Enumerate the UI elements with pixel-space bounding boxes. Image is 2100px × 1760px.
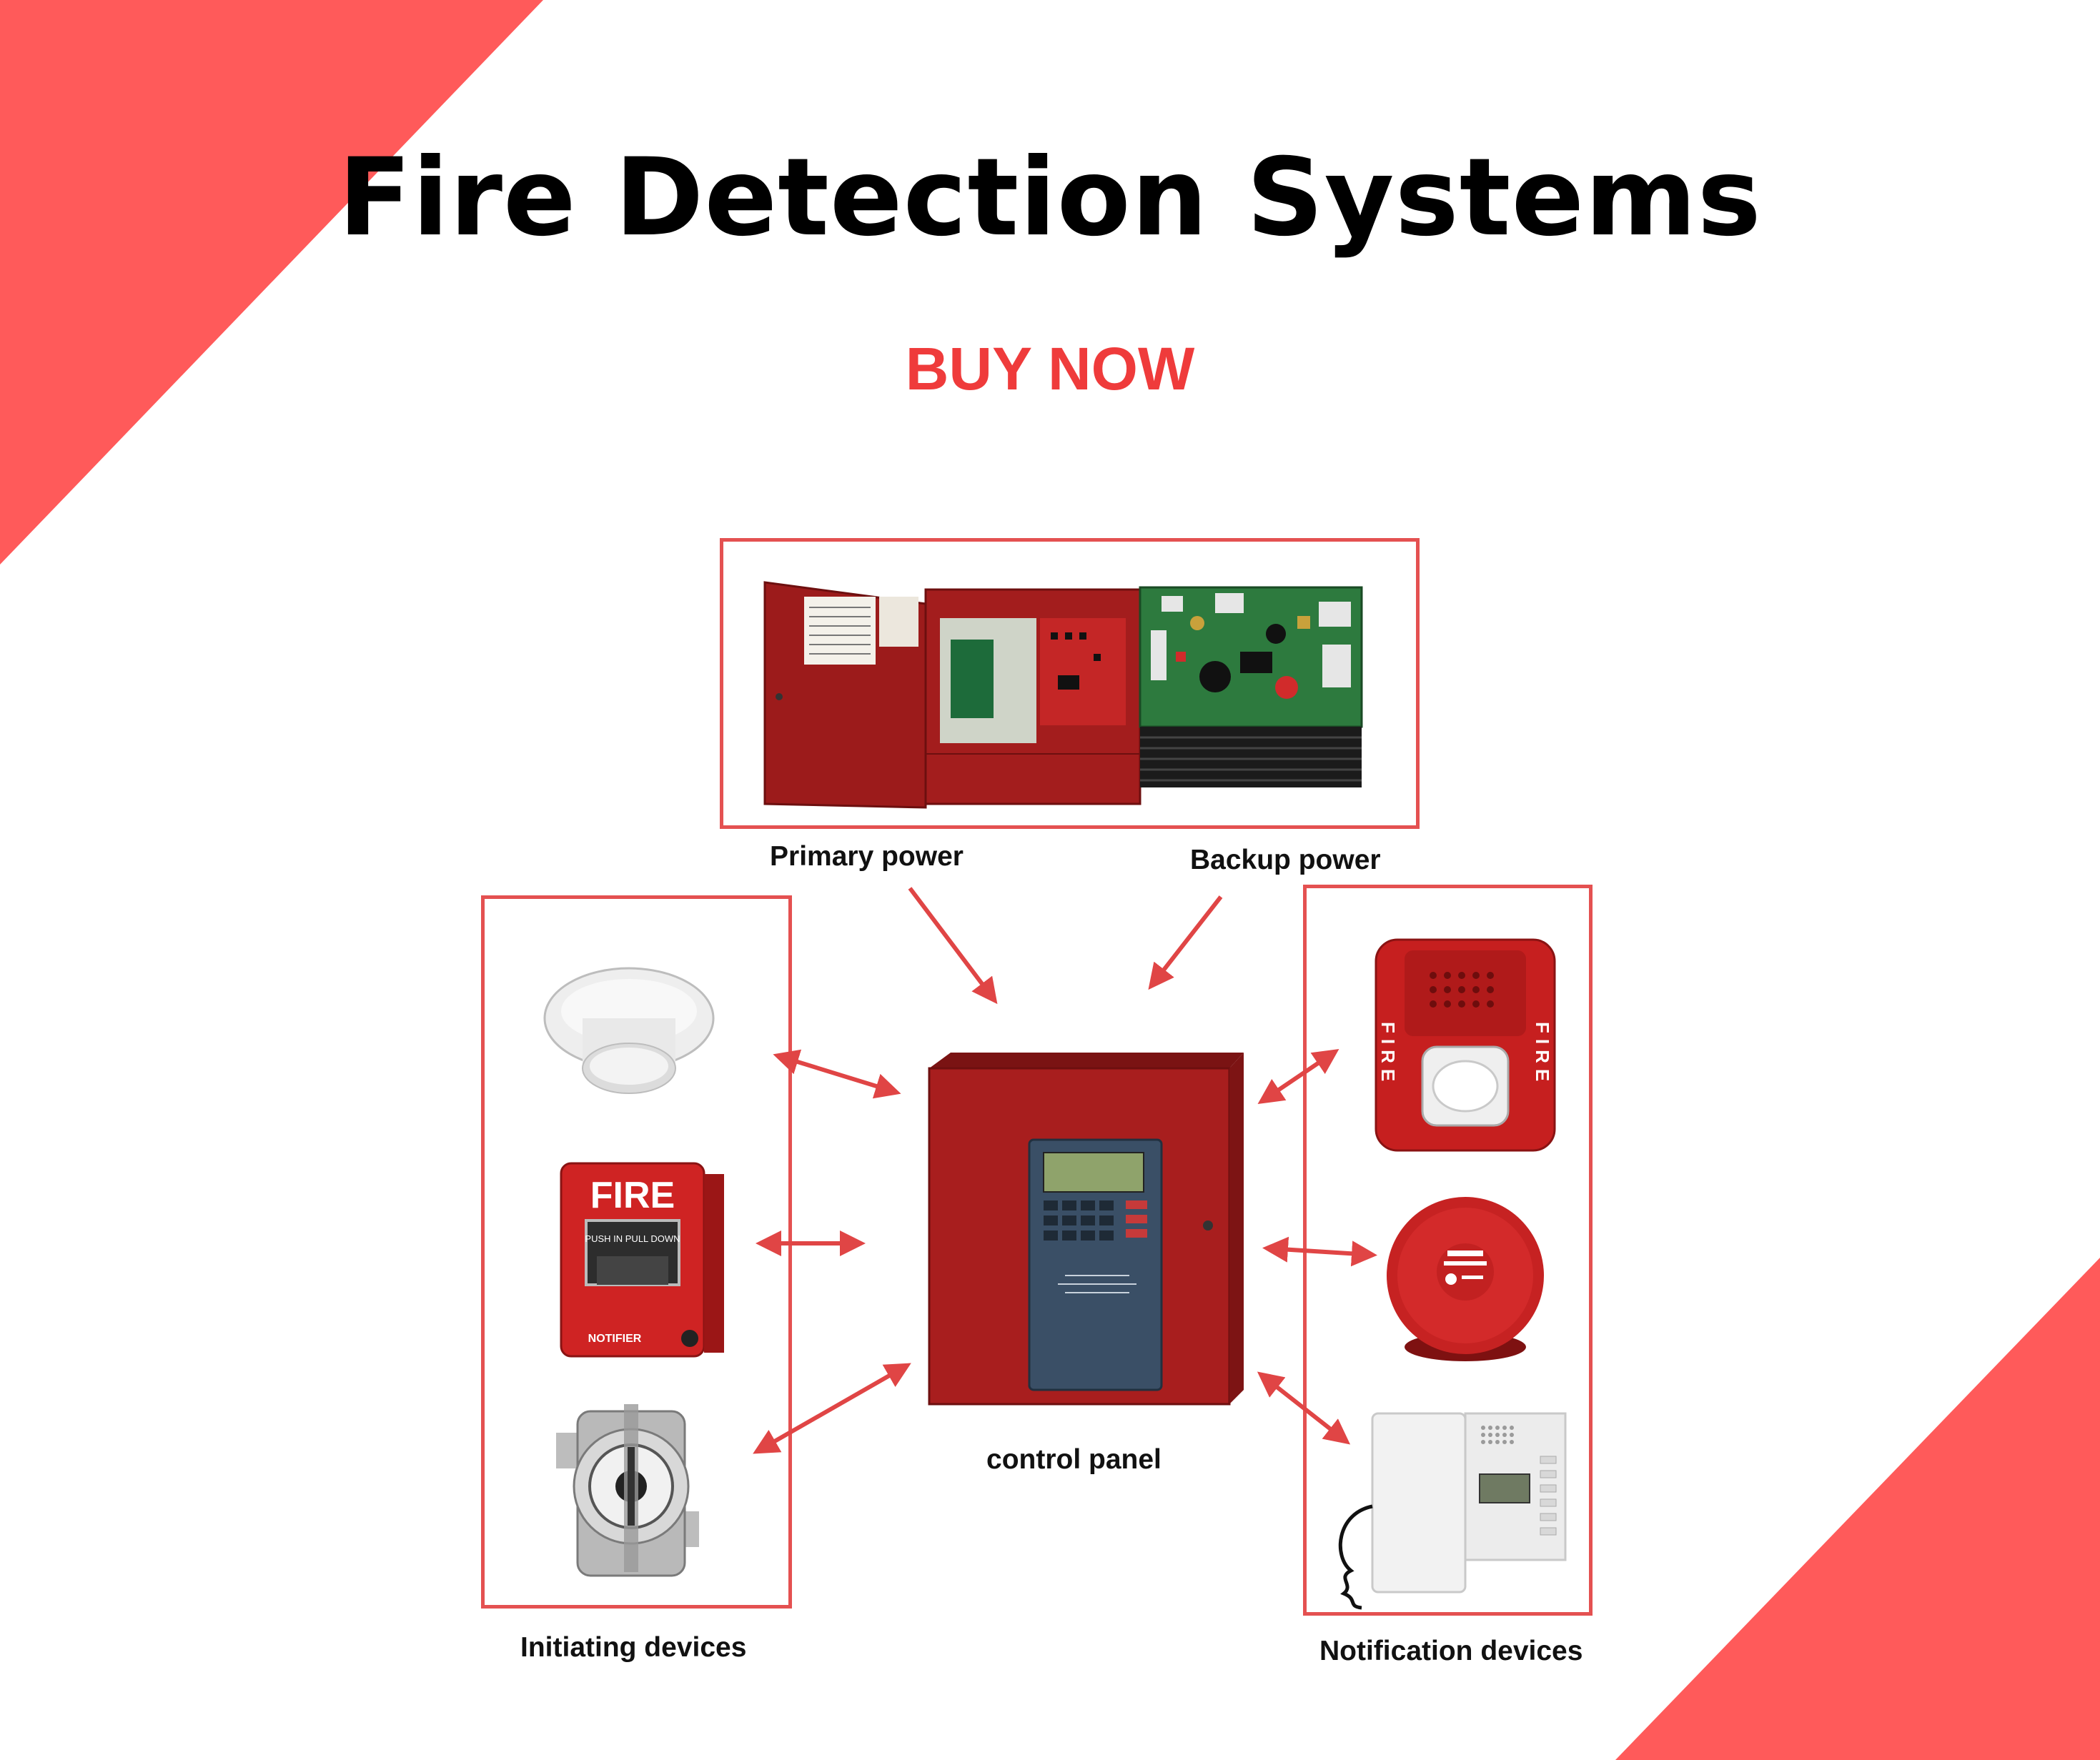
notification-devices-label: Notification devices (1319, 1636, 1583, 1666)
intercom-station-image (1338, 1412, 1567, 1610)
smoke-detector-image (543, 967, 715, 1094)
page-title: Fire Detection Systems (338, 136, 1762, 260)
horn-strobe-image: FIRE FIRE (1375, 938, 1556, 1152)
arrow-flame-detector-panel (753, 1363, 911, 1454)
flame-detector-image (556, 1404, 699, 1577)
control-panel-image (928, 1053, 1244, 1406)
corner-decoration-top-left (0, 0, 543, 565)
pull-station-instruction-text: PUSH IN PULL DOWN (585, 1233, 680, 1244)
arrow-panel-horn-strobe (1257, 1048, 1339, 1105)
initiating-devices-label: Initiating devices (520, 1632, 747, 1663)
arrow-panel-bell (1262, 1236, 1377, 1267)
control-panel-label: control panel (986, 1444, 1162, 1475)
arrow-smoke-detector-panel (773, 1049, 901, 1099)
corner-decoration-bottom-right (1615, 1258, 2100, 1760)
fire-bell-image (1387, 1197, 1544, 1361)
primary-power-label: Primary power (770, 841, 964, 872)
pull-station-brand-text: NOTIFIER (588, 1333, 642, 1345)
buy-now-button[interactable]: BUY NOW (905, 335, 1195, 402)
pull-station-fire-text: FIRE (590, 1175, 675, 1216)
power-group-box (720, 538, 1420, 829)
strobe-fire-text-left: FIRE (1377, 1022, 1399, 1087)
arrow-panel-intercom (1257, 1371, 1351, 1445)
arrow-backup-power-to-panel (1148, 895, 1223, 990)
primary-power-cabinet-image (763, 581, 1141, 809)
backup-power-label: Backup power (1190, 845, 1381, 875)
backup-power-board-image (1139, 586, 1363, 787)
pull-station-image: FIRE PUSH IN PULL DOWN NOTIFIER (560, 1162, 724, 1358)
strobe-fire-text-right: FIRE (1532, 1022, 1553, 1087)
arrow-primary-power-to-panel (908, 887, 998, 1005)
